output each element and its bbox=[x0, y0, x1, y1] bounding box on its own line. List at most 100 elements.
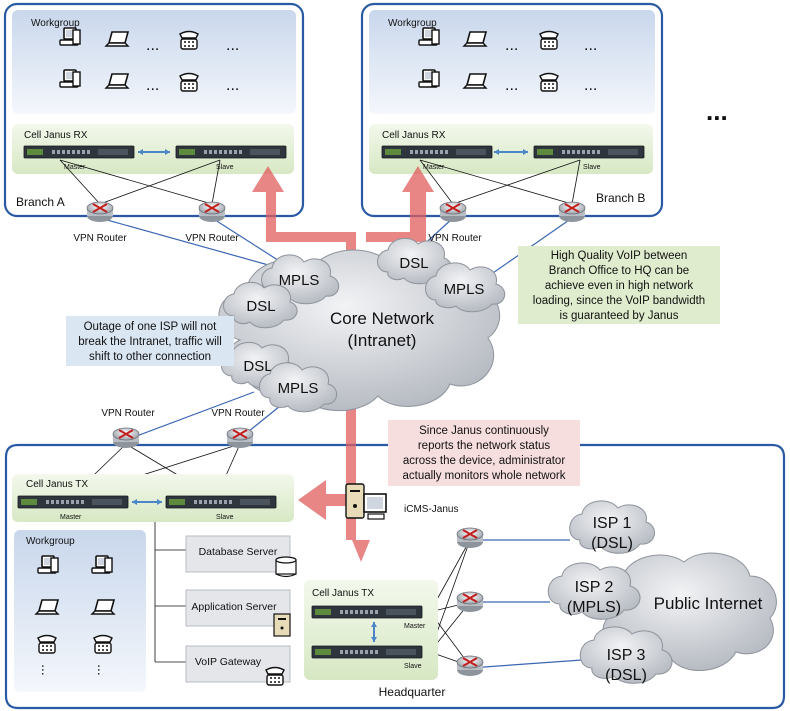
vpn-router-icon bbox=[86, 201, 114, 223]
phone-icon bbox=[539, 72, 559, 92]
hq-inner-device-title: Cell Janus TX bbox=[312, 588, 374, 599]
vpn-router-icon bbox=[456, 527, 484, 549]
branch-a-workgroup-panel bbox=[12, 10, 296, 114]
branch-b-workgroup-panel bbox=[369, 10, 655, 114]
branch-b-workgroup-label: Workgroup bbox=[388, 18, 437, 29]
outage-note-line: shift to other connection bbox=[89, 351, 211, 363]
voip-note-line: achieve even in high network bbox=[545, 280, 694, 292]
ellipsis: ... bbox=[39, 664, 55, 676]
vpn-router-icon bbox=[439, 201, 467, 223]
hq-janus-panel bbox=[12, 474, 294, 522]
isp1-sublabel: (DSL) bbox=[591, 535, 633, 552]
vpn-router-icon bbox=[226, 427, 254, 449]
hq-device-title: Cell Janus TX bbox=[26, 479, 88, 490]
dsl-cloud bbox=[377, 237, 452, 285]
dsl-cloud bbox=[223, 281, 298, 329]
slave-label: Slave bbox=[583, 164, 601, 171]
phone-icon bbox=[265, 666, 285, 686]
branch-b-janus-panel bbox=[369, 124, 653, 174]
branch-a-janus-panel bbox=[12, 124, 294, 174]
headquarter-label: Headquarter bbox=[379, 685, 446, 699]
isp1-label: ISP 1 bbox=[593, 515, 632, 532]
phone-icon bbox=[179, 72, 199, 92]
voip-note-line: is guaranteed by Janus bbox=[560, 310, 679, 322]
ellipsis: ... bbox=[226, 77, 239, 94]
mpls-label: MPLS bbox=[278, 380, 319, 397]
ellipsis: ... bbox=[226, 37, 239, 54]
dsl-label: DSL bbox=[399, 255, 428, 272]
vpn-router-label: VPN Router bbox=[73, 233, 127, 244]
ellipsis: ... bbox=[505, 77, 518, 94]
phone-icon bbox=[93, 634, 113, 654]
janus-slave-device bbox=[175, 145, 287, 159]
monitor-note-line: reports the network status bbox=[418, 440, 551, 452]
vpn-router-label: VPN Router bbox=[185, 233, 239, 244]
database-server-box bbox=[185, 535, 291, 573]
isp2-label: ISP 2 bbox=[575, 579, 614, 596]
slave-label: Slave bbox=[404, 663, 422, 670]
master-label: Master bbox=[60, 514, 82, 521]
vpn-router-icon bbox=[456, 591, 484, 613]
mpls-label: MPLS bbox=[444, 281, 485, 298]
monitor-note-line: actually monitors whole network bbox=[403, 470, 566, 482]
database-icon bbox=[275, 556, 297, 578]
dsl-label: DSL bbox=[246, 298, 275, 315]
ellipsis: ... bbox=[505, 37, 518, 54]
public-internet-label: Public Internet bbox=[654, 594, 763, 613]
voip-note-line: High Quality VoIP between bbox=[551, 250, 688, 262]
outage-note-line: break the Intranet, traffic will bbox=[78, 336, 222, 348]
monitor-note-box bbox=[388, 420, 580, 486]
hq-workgroup-label: Workgroup bbox=[26, 536, 75, 547]
isp3-cloud bbox=[579, 626, 673, 684]
mpls-cloud bbox=[425, 262, 506, 313]
branch-b-device-title: Cell Janus RX bbox=[382, 130, 446, 141]
slave-label: Slave bbox=[216, 514, 234, 521]
vpn-router-label: VPN Router bbox=[101, 408, 155, 419]
icms-workstation-icon bbox=[345, 483, 387, 520]
voip-note-line: Branch Office to HQ can be bbox=[549, 265, 689, 277]
outage-note-line: Outage of one ISP will not bbox=[84, 321, 218, 333]
voip-note-box bbox=[518, 246, 720, 324]
monitor-note-line: across the device, administrator bbox=[403, 455, 566, 467]
master-label: Master bbox=[64, 164, 86, 171]
application-server-box bbox=[185, 589, 291, 627]
outage-note-box bbox=[66, 316, 234, 366]
more-branches-ellipsis: ... bbox=[706, 96, 728, 126]
phone-icon bbox=[539, 30, 559, 50]
vpn-router-icon bbox=[456, 655, 484, 677]
branch-a-label: Branch A bbox=[16, 195, 65, 209]
isp3-sublabel: (DSL) bbox=[605, 667, 647, 684]
vpn-router-label: VPN Router bbox=[428, 233, 482, 244]
isp2-cloud bbox=[547, 562, 641, 620]
janus-master-device bbox=[17, 495, 129, 509]
ellipsis: ... bbox=[584, 37, 597, 54]
voip-note-line: loading, since the VoIP bandwidth bbox=[533, 295, 705, 307]
janus-slave-device bbox=[311, 645, 423, 659]
core-network-sublabel: (Intranet) bbox=[348, 331, 417, 350]
database-server-label: Database Server bbox=[199, 546, 278, 558]
vpn-router-label: VPN Router bbox=[211, 408, 265, 419]
branch-a-device-title: Cell Janus RX bbox=[24, 130, 88, 141]
core-network-label: Core Network bbox=[330, 309, 434, 328]
branch-a-workgroup-label: Workgroup bbox=[31, 18, 80, 29]
application-server-label: Application Server bbox=[191, 601, 277, 613]
icms-label: iCMS-Janus bbox=[404, 504, 458, 515]
phone-icon bbox=[179, 30, 199, 50]
ellipsis: ... bbox=[584, 77, 597, 94]
vpn-router-icon bbox=[112, 427, 140, 449]
janus-master-device bbox=[381, 145, 493, 159]
ellipsis: ... bbox=[146, 37, 159, 54]
hq-workgroup-panel bbox=[14, 530, 146, 692]
master-label: Master bbox=[404, 623, 426, 630]
ellipsis: ... bbox=[146, 77, 159, 94]
vpn-router-icon bbox=[558, 201, 586, 223]
mpls-label: MPLS bbox=[279, 272, 320, 289]
janus-slave-device bbox=[165, 495, 277, 509]
isp2-sublabel: (MPLS) bbox=[567, 599, 621, 616]
janus-master-device bbox=[311, 605, 423, 619]
ellipsis: ... bbox=[95, 664, 111, 676]
janus-master-device bbox=[23, 145, 135, 159]
mpls-cloud bbox=[259, 362, 338, 413]
dsl-label: DSL bbox=[243, 358, 272, 375]
